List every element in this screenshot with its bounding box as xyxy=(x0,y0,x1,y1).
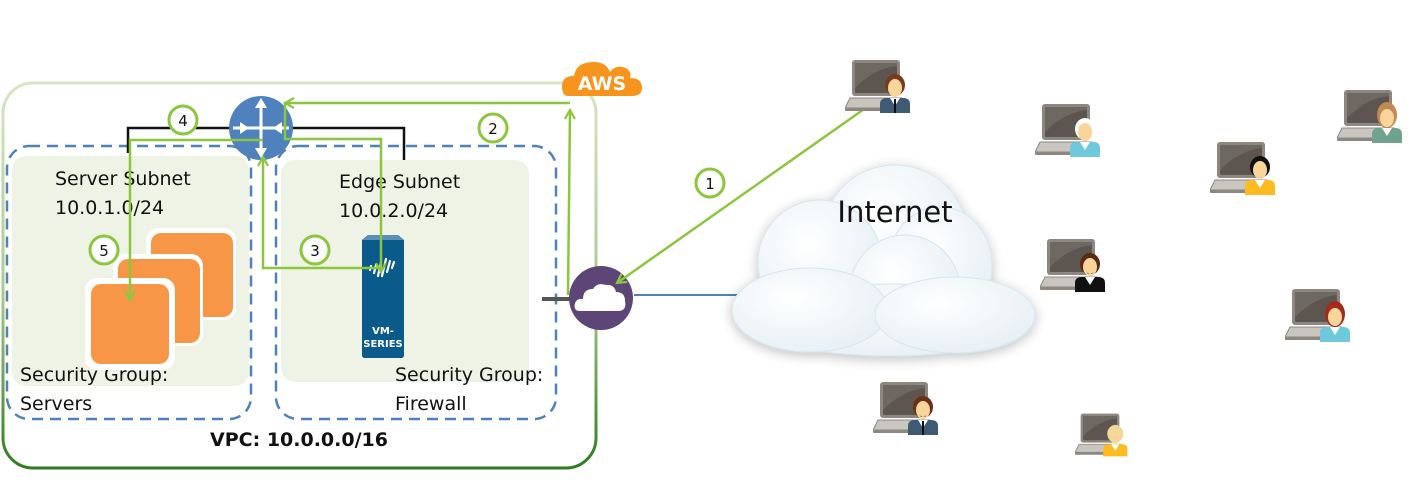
flow-step-3-path xyxy=(263,157,381,270)
svg-text:4: 4 xyxy=(178,112,188,130)
laptop-user-icon xyxy=(1285,288,1350,342)
svg-text:1: 1 xyxy=(705,175,715,193)
flow-step-4-path xyxy=(130,138,263,300)
laptop-user-icon xyxy=(1035,103,1100,157)
step-badge-3: 3 xyxy=(299,234,331,266)
flow-step-1-path xyxy=(617,98,878,283)
step-badge-4: 4 xyxy=(167,104,199,136)
step-badges: 1 2 3 4 5 xyxy=(88,104,726,266)
internet-users xyxy=(845,59,1402,457)
firewall-label-line2: SERIES xyxy=(363,339,403,350)
internet-cloud xyxy=(731,164,1036,357)
server-subnet-cidr: 10.0.1.0/24 xyxy=(55,197,164,219)
internet-gateway-icon xyxy=(569,266,633,330)
internet-label: Internet xyxy=(837,195,952,229)
step-badge-1: 1 xyxy=(694,167,726,199)
edge-subnet: Edge Subnet 10.0.2.0/24 Security Group: … xyxy=(274,144,558,421)
router-icon xyxy=(229,96,293,160)
aws-label: AWS xyxy=(578,73,627,95)
server-security-group-name: Servers xyxy=(20,393,92,415)
firewall-security-group-name: Firewall xyxy=(395,393,467,415)
svg-text:3: 3 xyxy=(310,242,320,260)
svg-text:5: 5 xyxy=(99,242,109,260)
server-subnet-name: Server Subnet xyxy=(55,168,191,190)
laptop-user-icon xyxy=(1337,89,1402,143)
server-instances-icon xyxy=(85,228,236,370)
step-badge-5: 5 xyxy=(88,234,120,266)
laptop-user-icon xyxy=(1075,413,1128,457)
edge-subnet-cidr: 10.0.2.0/24 xyxy=(339,200,448,222)
firewall-security-group-label: Security Group: xyxy=(395,364,543,386)
edge-subnet-name: Edge Subnet xyxy=(339,171,460,193)
firewall-label-line1: VM- xyxy=(372,326,394,337)
laptop-user-icon xyxy=(1040,238,1105,292)
svg-text:2: 2 xyxy=(488,120,498,138)
vpc-label: VPC: 10.0.0.0/16 xyxy=(210,429,388,451)
flow-step-2-up-path xyxy=(568,110,570,296)
laptop-user-icon xyxy=(845,59,910,113)
laptop-user-icon xyxy=(873,381,938,435)
laptop-user-icon xyxy=(1210,141,1275,195)
step-badge-2: 2 xyxy=(477,112,509,144)
aws-cloud-badge: AWS xyxy=(562,62,642,96)
flow-router-firewall-path xyxy=(283,103,381,272)
vm-series-firewall-icon: VM- SERIES xyxy=(362,235,404,358)
traffic-flow xyxy=(130,98,878,300)
